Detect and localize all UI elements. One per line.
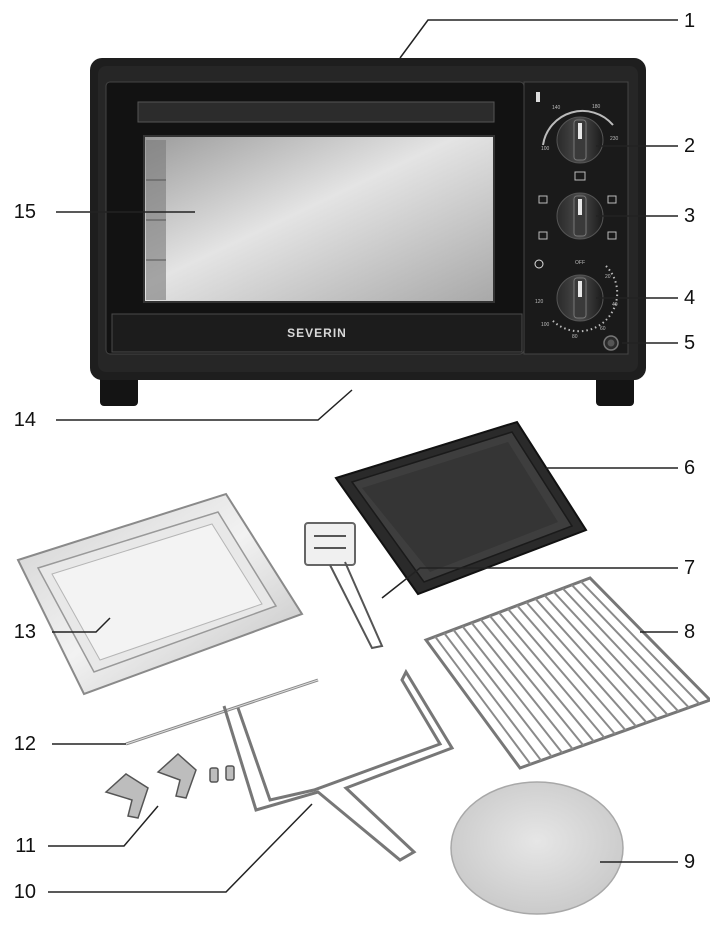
timer-knob: OFF 120 100 80 60 40 20 (534, 259, 619, 340)
callout-6: 6 (684, 457, 696, 479)
callout-10: 10 (13, 881, 36, 903)
svg-text:40: 40 (612, 302, 618, 308)
oven-foot (596, 372, 634, 406)
baking-tray (334, 420, 588, 596)
callout-5: 5 (684, 332, 696, 354)
callout-2: 2 (684, 135, 696, 157)
callout-9: 9 (684, 851, 696, 873)
leader-lines (48, 19, 678, 893)
wire-rack (423, 576, 710, 770)
callout-1: 1 (684, 10, 696, 32)
callout-4: 4 (684, 287, 696, 309)
callout-12: 12 (13, 733, 36, 755)
rotisserie-skewer (125, 678, 319, 746)
door-handle (111, 313, 523, 353)
oven: SEVERIN 100 140 180 230 (90, 58, 646, 406)
callout-3: 3 (684, 205, 696, 227)
svg-text:230: 230 (610, 136, 619, 142)
thermometer-icon (536, 92, 540, 102)
pizza-stone (450, 781, 624, 915)
drip-tray (16, 492, 304, 696)
tray-handle (304, 522, 384, 650)
svg-text:80: 80 (572, 334, 578, 340)
svg-text:100: 100 (541, 146, 550, 152)
oven-window (143, 135, 495, 303)
svg-text:140: 140 (552, 105, 561, 111)
callout-13: 13 (13, 621, 36, 643)
clock-icon (534, 259, 544, 269)
svg-text:180: 180 (592, 104, 601, 110)
callout-8: 8 (684, 621, 696, 643)
callout-14: 14 (13, 409, 36, 431)
svg-text:OFF: OFF (575, 260, 585, 266)
svg-text:100: 100 (541, 322, 550, 328)
callout-11: 11 (15, 835, 36, 857)
rotisserie-forks (104, 752, 235, 819)
callout-7: 7 (684, 557, 696, 579)
callout-15: 15 (13, 201, 36, 223)
svg-text:60: 60 (600, 326, 606, 332)
brand-logo: SEVERIN (287, 326, 347, 340)
svg-text:20: 20 (605, 274, 611, 280)
rotisserie-handle (222, 668, 455, 862)
temperature-knob: 100 140 180 230 (536, 92, 619, 164)
svg-text:120: 120 (535, 299, 544, 305)
oven-foot (100, 372, 138, 406)
